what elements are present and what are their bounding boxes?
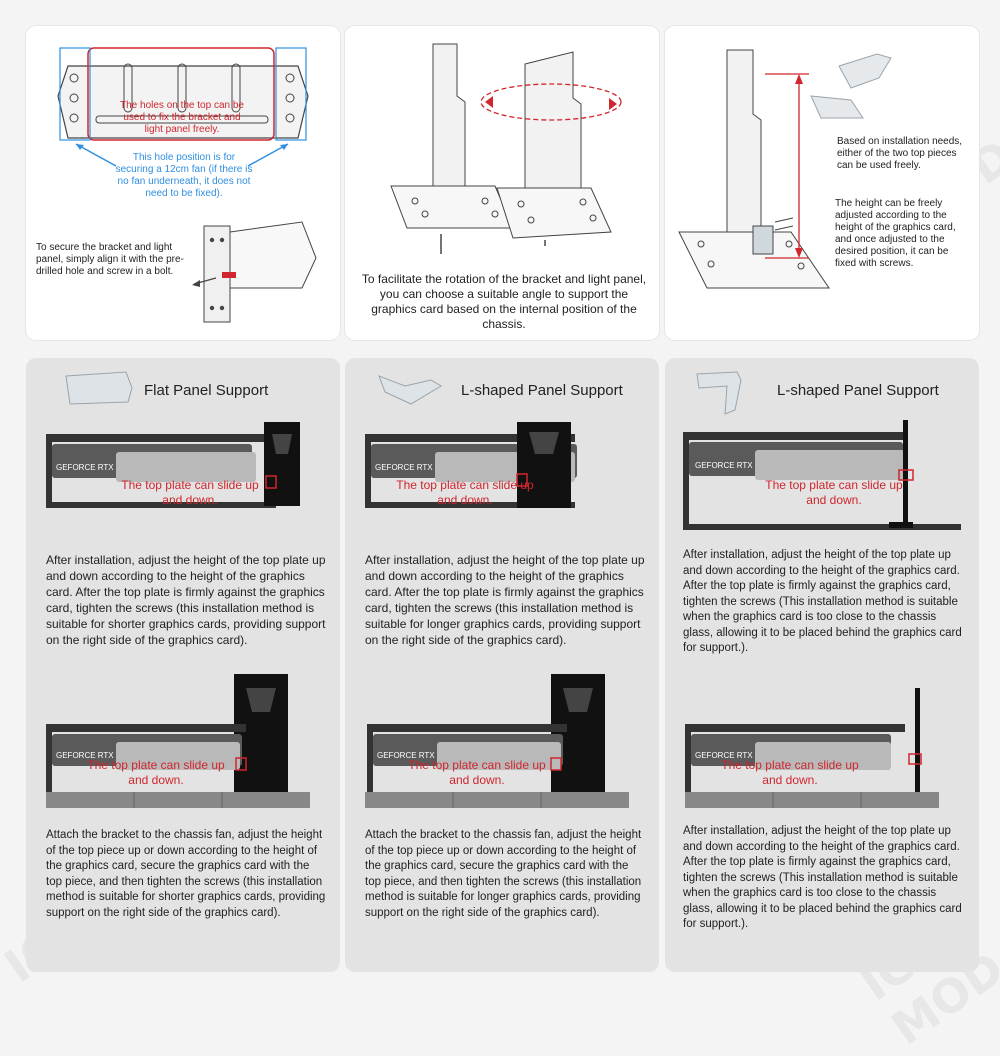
slide-label-a: The top plate can slide up and down. <box>121 478 259 507</box>
description-a: After installation, adjust the height of… <box>365 553 645 647</box>
gpu-diagram-b: GEFORCE RTX <box>365 674 629 808</box>
rotation-caption: To facilitate the rotation of the bracke… <box>361 272 647 331</box>
gpu-label-b: GEFORCE RTX <box>377 751 435 760</box>
top-holes-note: The holes on the top can be used to fix … <box>120 100 244 135</box>
gpu-diagram-a: GEFORCE RTX <box>365 422 577 508</box>
gpu-diagram-a: GEFORCE RTX <box>683 420 961 530</box>
gpu-label-b: GEFORCE RTX <box>695 751 753 760</box>
slide-label-a: The top plate can slide up and down. <box>396 478 534 507</box>
description-b: Attach the bracket to the chassis fan, a… <box>365 829 642 919</box>
l-shaped-support-column-2: GEFORCE RTX GEFORCE RTX L-shaped Panel S… <box>665 358 979 972</box>
l-shaped-support-column-1: GEFORCE RTX GEFORCE RTX L-shaped Panel S… <box>345 358 659 972</box>
slide-label-a: The top plate can slide up and down. <box>765 478 903 507</box>
panel-title: L-shaped Panel Support <box>777 382 939 399</box>
height-fix-note: The height can be freely adjusted accord… <box>835 198 956 269</box>
l-support-diagrams: GEFORCE RTX GEFORCE RTX <box>365 375 629 808</box>
l-support-rear-diagrams: GEFORCE RTX GEFORCE RTX <box>683 371 961 808</box>
gpu-label-a: GEFORCE RTX <box>56 463 114 472</box>
slide-label-b: The top plate can slide up and down. <box>87 758 225 787</box>
bracket-base-diagram <box>57 47 317 323</box>
height-adjust-panel: Based on installation needs, either of t… <box>665 26 979 340</box>
rotation-diagram <box>390 43 622 254</box>
align-screw-note: To secure the bracket and light panel, s… <box>36 242 184 277</box>
slide-label-b: The top plate can slide up and down. <box>408 758 546 787</box>
bracket-assembly-diagram <box>192 221 317 323</box>
gpu-label-b: GEFORCE RTX <box>56 751 114 760</box>
description-a: After installation, adjust the height of… <box>683 549 962 654</box>
top-piece-note: Based on installation needs, either of t… <box>837 136 963 171</box>
gpu-label-a: GEFORCE RTX <box>375 463 433 472</box>
flat-panel-support-column: GEFORCE RTX GEFORCE RTX Flat Panel Suppo… <box>26 358 340 972</box>
height-adjust-diagram <box>678 49 892 289</box>
gpu-label-a: GEFORCE RTX <box>695 461 753 470</box>
flat-support-diagrams: GEFORCE RTX GEFORCE RTX <box>46 371 310 808</box>
gpu-diagram-b: GEFORCE RTX <box>46 674 310 808</box>
description-b: Attach the bracket to the chassis fan, a… <box>46 829 326 919</box>
gpu-diagram-b: GEFORCE RTX <box>685 688 939 808</box>
slide-label-b: The top plate can slide up and down. <box>721 758 859 787</box>
rotation-panel: To facilitate the rotation of the bracke… <box>345 26 659 340</box>
panel-title: L-shaped Panel Support <box>461 382 623 399</box>
description-a: After installation, adjust the height of… <box>46 553 326 647</box>
gpu-diagram-a: GEFORCE RTX <box>46 422 300 508</box>
fan-hole-note: This hole position is for securing a 12c… <box>115 152 253 199</box>
panel-title: Flat Panel Support <box>144 382 269 399</box>
description-b: After installation, adjust the height of… <box>683 825 962 930</box>
bracket-holes-panel: The holes on the top can be used to fix … <box>26 26 340 340</box>
